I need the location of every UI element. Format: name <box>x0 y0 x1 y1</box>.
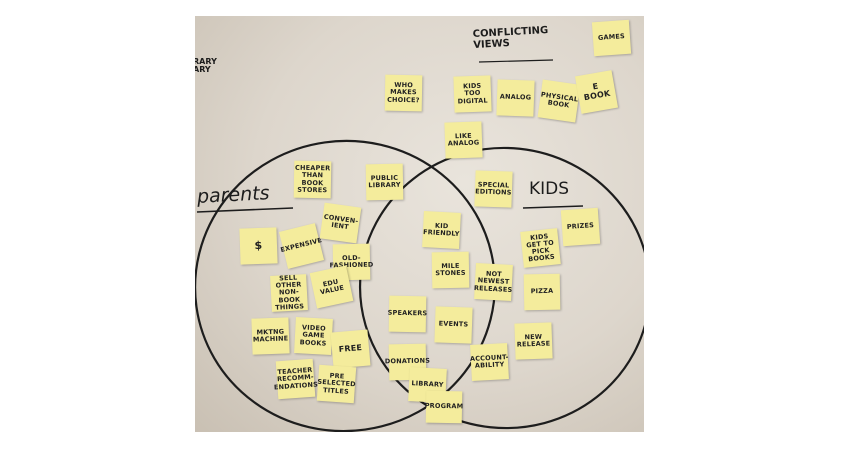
sticky-note-new-release: NEW RELEASE <box>514 322 553 360</box>
sticky-note-kid-friendly: KID FRIENDLY <box>422 211 461 249</box>
sticky-note-not-newest-releases: NOT NEWEST RELEASES <box>474 263 513 301</box>
whiteboard-photo: RARY ARY CONFLICTING VIEWS parents KIDS … <box>195 16 644 432</box>
corner-text: RARY ARY <box>195 57 217 75</box>
sticky-note-mktng-machine: MKTNG MACHINE <box>251 317 290 355</box>
sticky-note-who-makes-choice: WHO MAKES CHOICE? <box>384 74 423 112</box>
sticky-note-edu-value: EDU VALUE <box>309 265 354 309</box>
sticky-note-like-analog: LIKE ANALOG <box>444 121 483 159</box>
sticky-note-kids-get-to-pick-books: KIDS GET TO PICK BOOKS <box>520 228 561 268</box>
sticky-note-physical-book: PHYSICAL BOOK <box>537 79 581 123</box>
kids-label: KIDS <box>529 179 570 199</box>
sticky-note-e-book: E BOOK <box>574 70 619 114</box>
sticky-note-pizza: PIZZA <box>523 273 561 311</box>
sticky-note-free: FREE <box>330 329 371 369</box>
sticky-note-sell-other: SELL OTHER NON-BOOK THINGS <box>270 274 308 312</box>
parents-label: parents <box>196 182 271 208</box>
sticky-note-games: GAMES <box>591 19 632 57</box>
sticky-note-teacher-recommendations: TEACHER RECOMM- ENDATIONS <box>274 358 318 400</box>
sticky-note-program: PROGRAM <box>425 390 463 424</box>
sticky-note-prizes: PRIZES <box>560 207 601 247</box>
sticky-note-pre-selected-titles: PRE SELECTED TITLES <box>316 364 357 404</box>
sticky-note-events: EVENTS <box>434 306 473 344</box>
sticky-note-analog: ANALOG <box>496 79 535 117</box>
sticky-note-cheaper-than-book-stores: CHEAPER THAN BOOK STORES <box>293 160 332 199</box>
sticky-note-accountability: ACCOUNT- ABILITY <box>470 343 509 381</box>
sticky-note-kids-too-digital: KIDS TOO DIGITAL <box>453 75 492 113</box>
sticky-note-special-editions: SPECIAL EDITIONS <box>474 170 513 208</box>
sticky-note-convenient: CONVEN- IENT <box>319 202 362 244</box>
sticky-note-video-game-books: VIDEO GAME BOOKS <box>294 317 333 355</box>
sticky-note-public-library: PUBLIC LIBRARY <box>365 163 404 201</box>
conflicting-views-heading: CONFLICTING VIEWS <box>472 25 549 51</box>
sticky-note-mile-stones: MILE STONES <box>431 251 470 289</box>
sticky-note-speakers: SPEAKERS <box>388 295 427 333</box>
sticky-note-dollar: $ <box>239 227 278 265</box>
